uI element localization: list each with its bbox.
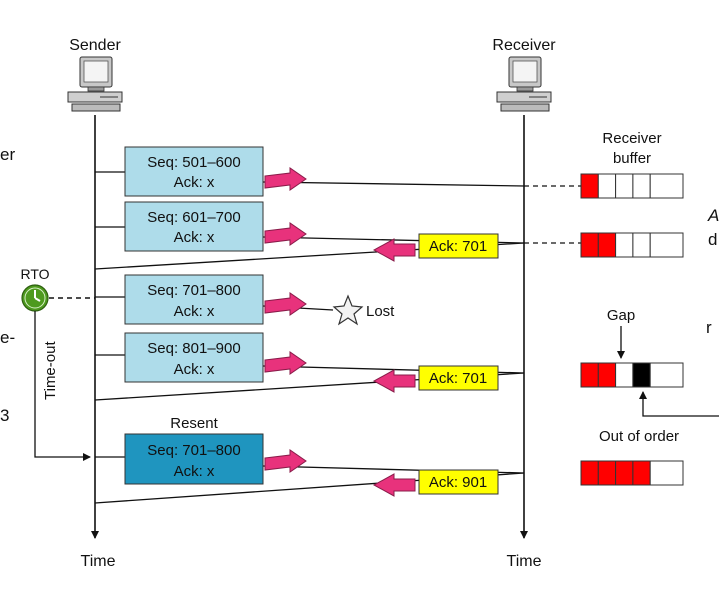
segment-4: Seq: 801–900 Ack: x bbox=[95, 332, 525, 383]
out-of-order-label: Out of order bbox=[599, 428, 679, 445]
segment-seq: Seq: 701–800 bbox=[147, 442, 240, 459]
buffer-cell-empty bbox=[597, 173, 617, 199]
side-fragment-left-3: 3 bbox=[0, 406, 9, 425]
buffer-cell-filled bbox=[615, 460, 634, 486]
ack-1: Ack: 701 bbox=[94, 233, 525, 270]
buffer-cell-empty bbox=[649, 460, 684, 486]
receiver-buffer-4 bbox=[580, 460, 684, 486]
buffer-cell-filled bbox=[632, 460, 651, 486]
buffer-cell-empty bbox=[649, 173, 684, 199]
buffer-cell-empty bbox=[632, 232, 651, 258]
receiver-computer-icon bbox=[496, 56, 552, 112]
send-arrow-icon bbox=[264, 292, 307, 316]
segment-box bbox=[124, 146, 264, 197]
segment-ack: Ack: x bbox=[174, 229, 215, 246]
side-fragment-left-2: e- bbox=[0, 328, 15, 347]
receiver-label: Receiver bbox=[492, 37, 556, 54]
sender-label: Sender bbox=[69, 37, 121, 54]
ack-arrow-icon bbox=[372, 238, 416, 262]
rto-clock-icon bbox=[21, 284, 49, 312]
lost-label: Lost bbox=[366, 303, 395, 320]
receiver-buffer-label-line2: buffer bbox=[613, 150, 651, 167]
segment-3-lost: Seq: 701–800 Ack: x Lost bbox=[95, 274, 395, 326]
buffer-cell-empty bbox=[649, 232, 684, 258]
receiver-buffer-label-line1: Receiver bbox=[602, 130, 661, 147]
buffer-cell-empty bbox=[615, 232, 634, 258]
rto-label: RTO bbox=[20, 266, 49, 282]
segment-box bbox=[124, 332, 264, 383]
buffer-cell-filled bbox=[580, 173, 599, 199]
time-label-sender: Time bbox=[81, 553, 116, 570]
side-fragment-right-3: r bbox=[706, 318, 712, 337]
segment-box-resent bbox=[124, 433, 264, 485]
receiver-buffer-2 bbox=[580, 232, 684, 258]
send-arrow-icon bbox=[264, 167, 307, 191]
send-arrow-icon bbox=[264, 449, 307, 473]
send-arrow-icon bbox=[264, 222, 307, 246]
sender-computer-icon bbox=[67, 56, 123, 112]
side-fragment-right-1: A bbox=[707, 206, 719, 225]
segment-ack: Ack: x bbox=[174, 303, 215, 320]
buffer-cell-out-of-order bbox=[632, 362, 651, 388]
segment-ack: Ack: x bbox=[174, 361, 215, 378]
buffer-cell-empty bbox=[615, 173, 634, 199]
ack-arrow-icon bbox=[372, 473, 416, 497]
receiver-buffers bbox=[580, 173, 684, 486]
ack-label: Ack: 901 bbox=[429, 474, 487, 491]
lost-star-icon bbox=[332, 294, 364, 326]
segment-2: Seq: 601–700 Ack: x bbox=[95, 201, 525, 252]
segment-box bbox=[124, 274, 264, 325]
ack-arrow-icon bbox=[372, 369, 416, 393]
side-fragment-right-2: d bbox=[708, 230, 717, 249]
resent-label: Resent bbox=[170, 415, 218, 432]
ack-2: Ack: 701 bbox=[94, 365, 525, 401]
buffer-cell-empty bbox=[649, 362, 684, 388]
buffer-cell-filled bbox=[597, 232, 617, 258]
segment-box bbox=[124, 201, 264, 252]
segment-1: Seq: 501–600 Ack: x bbox=[95, 146, 525, 197]
segment-seq: Seq: 701–800 bbox=[147, 282, 240, 299]
side-fragment-left-1: er bbox=[0, 145, 15, 164]
buffer-cell-empty bbox=[615, 362, 634, 388]
gap-label: Gap bbox=[607, 307, 635, 324]
ack-3: Ack: 901 bbox=[94, 469, 525, 504]
ack-label: Ack: 701 bbox=[429, 370, 487, 387]
ack-box bbox=[418, 233, 499, 259]
segment-seq: Seq: 601–700 bbox=[147, 209, 240, 226]
send-arrow-icon bbox=[264, 351, 307, 375]
ack-label: Ack: 701 bbox=[429, 238, 487, 255]
segment-5-resent: Seq: 701–800 Ack: x bbox=[95, 433, 525, 485]
buffer-cell-filled bbox=[597, 460, 617, 486]
buffer-cell-filled bbox=[597, 362, 617, 388]
receiver-buffer-1 bbox=[580, 173, 684, 199]
time-out-label: Time-out bbox=[42, 341, 59, 400]
buffer-cell-empty bbox=[632, 173, 651, 199]
buffer-cell-filled bbox=[580, 460, 599, 486]
buffer-cell-filled bbox=[580, 232, 599, 258]
segment-seq: Seq: 501–600 bbox=[147, 154, 240, 171]
time-label-receiver: Time bbox=[507, 553, 542, 570]
ack-box bbox=[418, 469, 499, 495]
time-out-arrow bbox=[34, 311, 91, 461]
buffer-cell-filled bbox=[580, 362, 599, 388]
receiver-buffer-3 bbox=[580, 362, 684, 388]
segment-ack: Ack: x bbox=[174, 174, 215, 191]
ack-box bbox=[418, 365, 499, 391]
segment-seq: Seq: 801–900 bbox=[147, 340, 240, 357]
segment-ack: Ack: x bbox=[174, 463, 215, 480]
out-of-order-arrow bbox=[639, 391, 719, 417]
